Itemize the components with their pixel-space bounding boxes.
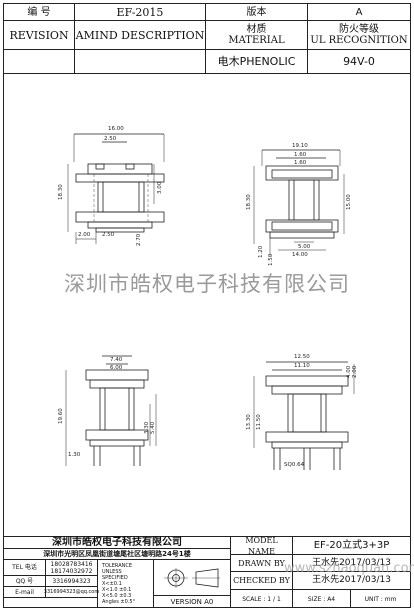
dim-tr-7: 5.00 (298, 244, 311, 250)
header-table: 编 号 EF-2015 版本 A REVISION AMIND DESCRIPT… (4, 4, 410, 74)
watermark-text: 深圳市皓权电子科技有限公司 (64, 272, 350, 296)
company-name: 深圳市皓权电子科技有限公司 (4, 537, 231, 549)
dim-tl-5: 2.50 (102, 232, 115, 238)
drawn-value: 王水先2017/03/13 (293, 555, 410, 572)
dim-br-0: 12.50 (294, 354, 310, 360)
tel-label: TEL 电话 (4, 560, 46, 576)
model-label: MODEL NAME (231, 536, 293, 556)
flame-en: UL RECOGNITION (310, 35, 408, 46)
front-view-top-left (67, 133, 165, 244)
dim-br-6: SQ0.64 (284, 462, 305, 468)
dim-tr-1: 1.60 (294, 152, 307, 158)
material-value: 电木PHENOLIC (206, 50, 308, 74)
dim-tr-0: 19.10 (292, 143, 308, 149)
material-en: MATERIAL (228, 35, 285, 46)
email-value: 3316994323@qq.com (44, 587, 99, 598)
dim-br-1: 11.10 (294, 363, 310, 369)
tol-0: TOLERANCE (102, 563, 133, 569)
front-view-bottom-left (65, 355, 157, 466)
checked-value: 王水先2017/03/13 (293, 572, 410, 590)
dim-bl-2: 19.60 (58, 408, 64, 424)
side-view-bottom-right (253, 361, 355, 470)
watermark-url: www.szhaoquan.com (284, 561, 414, 576)
dim-br-3: 2.00 (352, 365, 358, 378)
scale-value: 1 / 1 (267, 595, 281, 603)
version-label: 版本 (206, 4, 308, 21)
dim-tl-4: 2.00 (78, 232, 91, 238)
amend-blank (75, 50, 206, 74)
tol-2: SPECIFIED (102, 575, 128, 581)
checked-label: CHECKED BY (231, 572, 293, 590)
title-block: 深圳市皓权电子科技有限公司 深圳市光明区凤凰街道塘尾社区塘明路24号1楼 TEL… (4, 536, 414, 608)
unit-cell: UNIT : mm (364, 595, 397, 603)
tol-5: X<5.0 ±0.3 (102, 593, 132, 599)
dim-tr-3: 18.30 (246, 194, 252, 210)
dim-tr-6: 1.50 (268, 253, 274, 266)
dim-br-2: 4.00 (346, 365, 352, 378)
dim-tl-0: 16.00 (108, 126, 124, 132)
dim-br-5: 11.50 (256, 414, 262, 430)
material-cn: 材质 (246, 24, 267, 35)
tel-2: 18174032972 (50, 567, 93, 575)
flame-value: 94V-0 (308, 50, 410, 74)
company-address: 深圳市光明区凤凰街道塘尾社区塘明路24号1楼 (4, 549, 231, 560)
qq-label: QQ 号 (4, 576, 46, 587)
part-number: EF-2015 (75, 4, 206, 21)
flame-label: 防火等级 UL RECOGNITION (308, 21, 410, 50)
projection-icon (164, 567, 220, 588)
dimension-labels: 16.00 2.50 18.30 3.00 2.00 2.50 2.70 19.… (58, 126, 358, 468)
technical-drawing: 16.00 2.50 18.30 3.00 2.00 2.50 2.70 19.… (4, 74, 410, 536)
revision-label: REVISION (4, 21, 75, 50)
model-value: EF-20立式3+3P (293, 537, 410, 555)
size-label: SIZE (307, 595, 322, 603)
dim-bl-5: 1.30 (68, 452, 81, 458)
qq-value: 3316994323 (46, 576, 98, 587)
tol-6: Angles ±0.5° (102, 599, 136, 605)
scale-label: SCALE (242, 595, 262, 603)
version-value: A (308, 4, 410, 21)
dim-tl-1: 2.50 (104, 136, 117, 142)
amend-description-label: AMIND DESCRIPTION (75, 21, 206, 50)
dim-tl-6: 2.70 (136, 233, 142, 246)
dim-bl-4: 5.40 (150, 421, 156, 434)
size-cell: SIZE : A4 (293, 590, 351, 608)
version-a0: VERSION A0 (154, 596, 231, 608)
projection-symbol (154, 560, 231, 596)
unit-value: mm (384, 595, 397, 603)
dim-tr-5: 1.20 (258, 245, 264, 258)
drawing-svg: 16.00 2.50 18.30 3.00 2.00 2.50 2.70 19.… (58, 126, 358, 470)
email-label: E-mail (4, 587, 46, 598)
dim-tl-3: 3.00 (157, 181, 163, 194)
tol-3: X<±0.1 (102, 581, 122, 587)
dim-tr-4: 15.00 (346, 194, 352, 210)
flame-cn: 防火等级 (339, 24, 379, 35)
tolerance-box: TOLERANCE UNLESS SPECIFIED X<±0.1 X<1.0 … (98, 560, 154, 608)
blank-row (4, 598, 98, 608)
material-label: 材质 MATERIAL (206, 21, 308, 50)
dim-tl-2: 18.30 (58, 184, 64, 200)
dim-tr-8: 14.00 (292, 252, 308, 258)
drawing-sheet: 编 号 EF-2015 版本 A REVISION AMIND DESCRIPT… (3, 3, 414, 608)
dim-tr-2: 1.60 (294, 160, 307, 166)
dim-bl-0: 7.40 (110, 357, 123, 363)
tel-values: 18028783416 18174032972 (46, 560, 98, 576)
tol-4: X<1.0 ±0.1 (102, 587, 132, 593)
tol-1: UNLESS (102, 569, 122, 575)
tel-1: 18028783416 (50, 560, 93, 568)
side-view-top-right (253, 149, 345, 256)
scale-cell: SCALE : 1 / 1 (231, 590, 293, 608)
unit-label: UNIT (364, 595, 379, 603)
size-value: A4 (327, 595, 336, 603)
dim-bl-1: 6.00 (110, 365, 123, 371)
dim-br-4: 13.30 (246, 414, 252, 430)
revision-blank (4, 50, 75, 74)
dim-bl-3: 3.30 (144, 421, 150, 434)
drawn-label: DRAWN BY (231, 555, 293, 572)
number-label: 编 号 (4, 4, 75, 21)
